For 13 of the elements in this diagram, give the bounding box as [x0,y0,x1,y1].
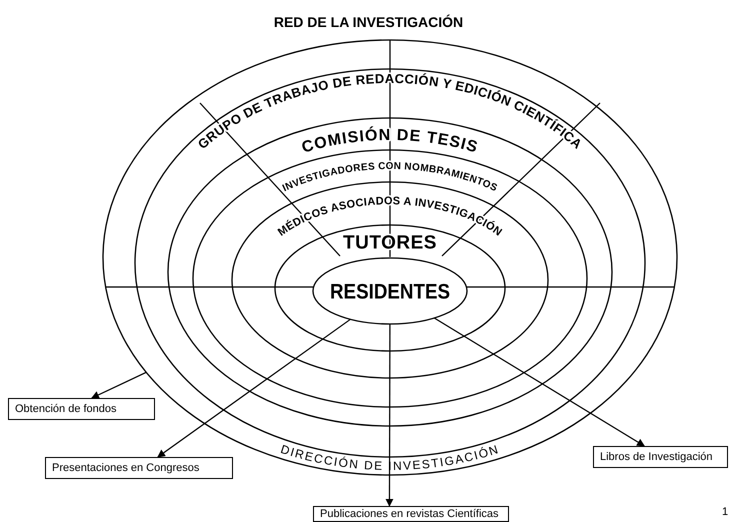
output-box: Obtención de fondos [8,398,155,420]
arrow [157,318,351,458]
arrow [385,324,394,507]
page-number: 1 [722,506,728,518]
arrow [91,372,147,399]
ring-ellipse [313,258,467,324]
output-box: Libros de Investigación [593,446,728,468]
ring-ellipse [193,150,587,407]
diagram-title: RED DE LA INVESTIGACIÓN [274,14,464,30]
output-box: Presentaciones en Congresos [45,457,233,479]
center-label: RESIDENTES [330,280,464,304]
arrow [434,317,645,447]
output-box: Publicaciones en revistas Científicas [313,506,509,522]
